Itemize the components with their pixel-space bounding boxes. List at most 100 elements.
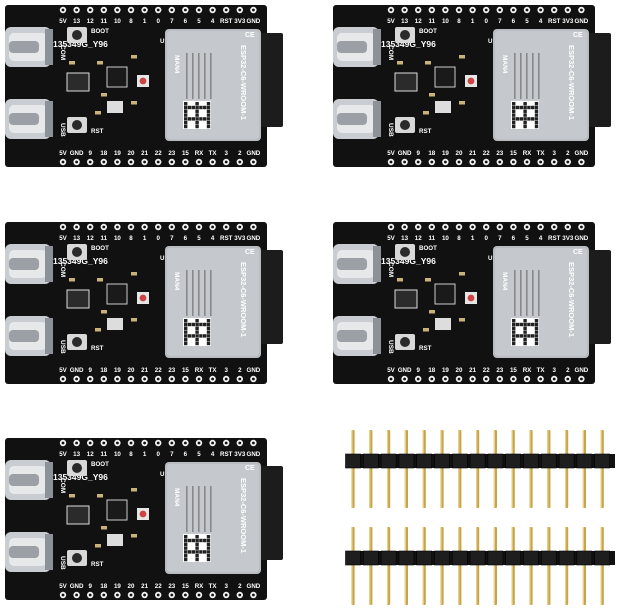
top-pin-label: 13 bbox=[401, 235, 408, 242]
bottom-pin-label: 23 bbox=[168, 583, 175, 590]
top-pin-label: 11 bbox=[101, 451, 108, 458]
usb-uart-chip bbox=[106, 283, 128, 305]
module-qr-code bbox=[183, 534, 211, 562]
smd-resistor bbox=[97, 494, 103, 498]
module-brand: MAN4 bbox=[173, 272, 180, 291]
top-pin-label: GND bbox=[247, 18, 261, 25]
smd-resistor bbox=[397, 278, 403, 282]
usb-uart-chip bbox=[434, 66, 456, 88]
top-pin-label: RST bbox=[548, 18, 561, 25]
usb-c-connector-usb bbox=[5, 532, 53, 572]
bottom-pin-label: 21 bbox=[141, 583, 148, 590]
rst-label: RST bbox=[91, 561, 104, 568]
smd-resistor bbox=[69, 494, 75, 498]
smd-component bbox=[107, 534, 123, 546]
bottom-pin-label: 5V bbox=[387, 367, 395, 374]
bottom-pin-label: 19 bbox=[442, 150, 449, 157]
usb-c-connector-com bbox=[333, 244, 381, 284]
bottom-pin-label: 21 bbox=[469, 150, 476, 157]
bottom-pin-label: GND bbox=[398, 367, 412, 374]
bottom-pin-label: RX bbox=[195, 150, 204, 157]
bottom-pin-label: 20 bbox=[128, 583, 135, 590]
top-pin-label: 7 bbox=[170, 18, 174, 25]
top-pin-label: 5V bbox=[387, 235, 395, 242]
top-pin-label: 5V bbox=[59, 451, 67, 458]
top-pin-label: 7 bbox=[498, 235, 502, 242]
top-pin-label: RST bbox=[220, 451, 233, 458]
usb-c-connector-com bbox=[5, 27, 53, 67]
smd-resistor bbox=[69, 61, 75, 65]
boot-label: BOOT bbox=[419, 28, 437, 35]
bottom-pin-label: 2 bbox=[238, 367, 242, 374]
module-name: ESP32-C6-WROOM-1 bbox=[567, 45, 576, 120]
bottom-pin-label: 9 bbox=[88, 367, 92, 374]
usb-c-connector-usb bbox=[333, 316, 381, 356]
top-pin-label: 8 bbox=[457, 18, 461, 25]
bottom-pin-label: 22 bbox=[483, 367, 490, 374]
module-brand: MAN4 bbox=[501, 55, 508, 74]
smd-component bbox=[107, 101, 123, 113]
smd-resistor bbox=[131, 272, 137, 276]
smd-resistor bbox=[101, 526, 107, 530]
module-name: ESP32-C6-WROOM-1 bbox=[239, 45, 248, 120]
bottom-pin-label: RX bbox=[523, 150, 532, 157]
bottom-pin-label: 23 bbox=[168, 150, 175, 157]
bottom-pin-label: 3 bbox=[224, 150, 228, 157]
bottom-pin-label: GND bbox=[247, 367, 261, 374]
top-pin-label: 5 bbox=[525, 235, 529, 242]
bottom-pin-label: 22 bbox=[155, 583, 162, 590]
bottom-pin-label: GND bbox=[247, 150, 261, 157]
smd-resistor bbox=[459, 318, 465, 322]
top-pin-label: 6 bbox=[184, 451, 188, 458]
top-pin-label: 12 bbox=[87, 18, 94, 25]
com-label: COM bbox=[387, 262, 394, 277]
bottom-pin-label: 9 bbox=[416, 150, 420, 157]
top-pin-label: 4 bbox=[211, 451, 215, 458]
top-pin-label: 5 bbox=[197, 235, 201, 242]
top-pin-label: 4 bbox=[211, 235, 215, 242]
top-pin-label: 4 bbox=[211, 18, 215, 25]
ce-mark: CE bbox=[573, 249, 583, 256]
bottom-pin-label: 21 bbox=[141, 150, 148, 157]
voltage-regulator bbox=[66, 289, 90, 309]
top-pin-label: 8 bbox=[129, 235, 133, 242]
bottom-pin-label: 2 bbox=[238, 583, 242, 590]
top-pin-label: 5V bbox=[387, 18, 395, 25]
bottom-pin-label: 2 bbox=[566, 150, 570, 157]
rst-label: RST bbox=[419, 128, 432, 135]
smd-resistor bbox=[95, 328, 101, 332]
top-pin-label: 13 bbox=[73, 18, 80, 25]
bottom-pin-label: TX bbox=[209, 367, 218, 374]
bottom-pin-label: GND bbox=[70, 583, 84, 590]
ce-mark: CE bbox=[245, 32, 255, 39]
top-pin-label: 3V3 bbox=[562, 235, 574, 242]
top-pin-label: 7 bbox=[170, 235, 174, 242]
top-pin-label: 6 bbox=[512, 235, 516, 242]
module-qr-code bbox=[183, 318, 211, 346]
module-brand: MAN4 bbox=[173, 488, 180, 507]
top-pin-label: 0 bbox=[156, 235, 160, 242]
bottom-pin-label: 15 bbox=[510, 150, 517, 157]
top-pin-label: 0 bbox=[156, 18, 160, 25]
bottom-pin-label: 18 bbox=[100, 150, 107, 157]
module-name: ESP32-C6-WROOM-1 bbox=[567, 262, 576, 337]
top-pin-label: 4 bbox=[539, 18, 543, 25]
usb-c-connector-usb bbox=[333, 99, 381, 139]
bottom-pin-label: 3 bbox=[552, 150, 556, 157]
top-pin-label: 1 bbox=[143, 451, 147, 458]
top-pin-label: 11 bbox=[429, 18, 436, 25]
bottom-pin-label: 20 bbox=[456, 150, 463, 157]
u1-label: U1 bbox=[160, 38, 168, 45]
part-code-label: 135349G_Y96 bbox=[381, 256, 436, 266]
top-pin-label: 5 bbox=[525, 18, 529, 25]
smd-resistor bbox=[95, 111, 101, 115]
bottom-pin-label: 23 bbox=[168, 367, 175, 374]
smd-component bbox=[107, 318, 123, 330]
smd-resistor bbox=[97, 61, 103, 65]
top-pin-label: 13 bbox=[401, 18, 408, 25]
part-code-label: 135349G_Y96 bbox=[381, 39, 436, 49]
module-qr-code bbox=[511, 101, 539, 129]
